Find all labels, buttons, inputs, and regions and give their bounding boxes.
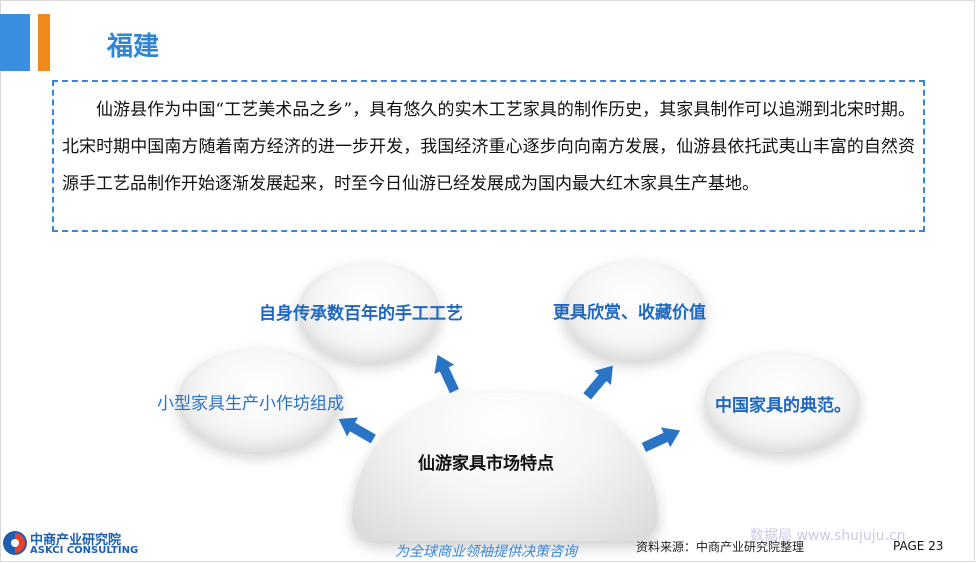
intro-textbox: 仙游县作为中国“工艺美术品之乡”，具有悠久的实木工艺家具的制作历史，其家具制作可…	[52, 80, 925, 232]
arrow-right-icon	[639, 421, 685, 458]
page-number: PAGE 23	[893, 539, 944, 553]
feature-label-craft: 自身传承数百年的手工工艺	[259, 304, 463, 324]
feature-bubble-craft	[298, 262, 440, 362]
feature-bubble-value	[563, 260, 705, 360]
feature-label-value: 更具欣赏、收藏价值	[553, 303, 706, 323]
arrow-up-left-icon	[428, 350, 465, 396]
page-title: 福建	[107, 32, 160, 62]
watermark: 数据局 www.shujuju.cn	[750, 528, 906, 544]
feature-bubble-workshop	[178, 348, 340, 452]
feature-label-workshop: 小型家具生产小作坊组成	[157, 394, 344, 414]
feature-label-model: 中国家具的典范。	[715, 396, 851, 416]
company-logo-icon	[2, 530, 28, 556]
intro-paragraph: 仙游县作为中国“工艺美术品之乡”，具有悠久的实木工艺家具的制作历史，其家具制作可…	[62, 100, 915, 194]
arrow-left-icon	[333, 409, 379, 448]
center-label: 仙游家具市场特点	[418, 454, 554, 474]
company-logo-en: ASKCI CONSULTING	[30, 545, 139, 556]
feature-bubble-model	[704, 352, 860, 452]
header-accent-bar-orange	[38, 14, 50, 71]
company-logo-cn: 中商产业研究院	[30, 533, 122, 548]
header-accent-bar-blue	[0, 14, 30, 71]
source-note: 资料来源：中商产业研究院整理	[636, 540, 805, 554]
arrow-up-right-icon	[579, 359, 622, 404]
footer-slogan: 为全球商业领袖提供决策咨询	[395, 544, 577, 560]
